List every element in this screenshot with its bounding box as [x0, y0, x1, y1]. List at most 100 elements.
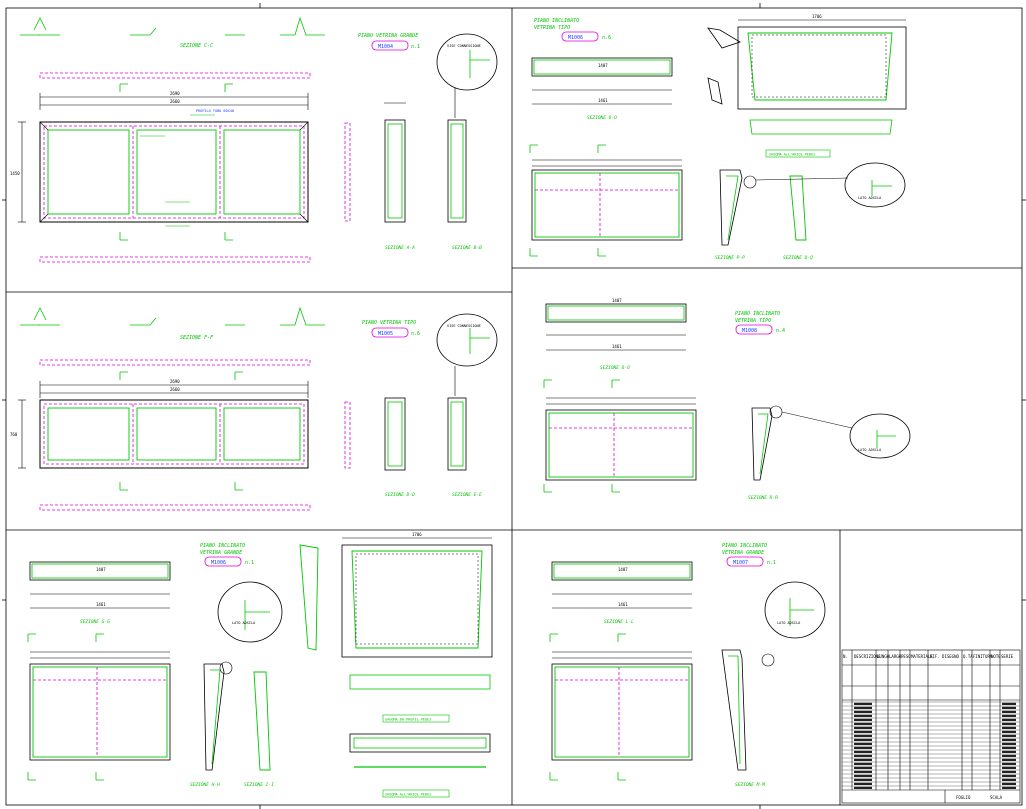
p2-section-d-label: SEZIONE D-D	[385, 492, 415, 498]
title-block-rows	[842, 701, 1020, 789]
table-row-glyphs	[1002, 722, 1016, 725]
table-row-glyphs	[854, 770, 872, 773]
p5-dim-big: 1706	[412, 532, 422, 537]
p4-dim-inner: 1407	[612, 298, 622, 303]
table-row-glyphs	[854, 738, 872, 741]
table-row-glyphs	[1002, 782, 1016, 785]
table-row-glyphs	[1002, 786, 1016, 789]
p4-front-elevation	[543, 379, 697, 493]
p4-qty: n.4	[776, 328, 785, 334]
p5-dim-inner: 1407	[96, 567, 106, 572]
p1-section-b-label: SEZIONE B-B	[452, 245, 482, 251]
table-row-glyphs	[854, 766, 872, 769]
panel-6-inclinato-grande: PIANO INCLINATO VETRINA GRANDE M1007 n.1…	[549, 543, 826, 788]
p2-dim-height: 760	[10, 432, 18, 437]
p3-title-1: PIANO INCLINATO	[534, 18, 579, 24]
p3-front-elevation	[529, 144, 683, 257]
p1-section-top-label: SEZIONE C-C	[180, 43, 213, 49]
p6-front-elevation	[549, 633, 693, 781]
p2-side-strip	[344, 401, 351, 469]
p6-section-top-label: SEZIONE L-L	[604, 619, 634, 625]
table-row-glyphs	[1002, 758, 1016, 761]
p1-detail-label: VISE CONNESSIONE	[447, 44, 481, 48]
panel-5-inclinato-grande: PIANO INCLINATO VETRINA GRANDE M1006 n.1…	[27, 532, 493, 798]
p2-frame-plan	[39, 399, 309, 469]
p5-front-elevation	[27, 633, 171, 781]
p6-section-m	[721, 649, 775, 771]
p5-tag: M1006	[211, 560, 226, 566]
table-row-glyphs	[1002, 742, 1016, 745]
title-block: N. DESCRIZIONE LUNGH. LARGH. PESO MATERI…	[841, 649, 1021, 804]
table-row-glyphs	[854, 782, 872, 785]
tb-footer-right: SCALA	[990, 795, 1003, 800]
p5-caption-1: SAGOMA DA PROFIL PEDES	[385, 718, 431, 722]
p6-tag: M1007	[733, 560, 748, 566]
p3-detail-circle	[844, 162, 906, 208]
p3-detail-tape: LATO ADSILA	[858, 196, 882, 200]
p4-dim-total: 1461	[612, 344, 622, 349]
table-row-glyphs	[854, 722, 872, 725]
p1-callout-profile: PROFILO TUBO 60X40	[196, 109, 234, 113]
p6-top-section	[551, 561, 693, 609]
p3-section-top-label: SEZIONE O-O	[587, 115, 617, 121]
table-row-glyphs	[854, 734, 872, 737]
p3-tag-frame	[561, 31, 599, 42]
p2-section-top-label: SEZIONE F-F	[180, 335, 214, 341]
table-row-glyphs	[1002, 710, 1016, 713]
table-row-glyphs	[854, 726, 872, 729]
p3-qty: n.6	[602, 35, 611, 41]
p1-section-a	[384, 102, 406, 223]
tb-header-materiale: MATERIALE	[911, 654, 933, 659]
table-row-glyphs	[854, 742, 872, 745]
table-row-glyphs	[854, 718, 872, 721]
p4-section-r	[751, 405, 783, 481]
p6-dim-inner: 1407	[618, 567, 628, 572]
p3-big-panel	[737, 19, 907, 135]
p2-section-e	[447, 397, 467, 471]
p4-tag-frame	[735, 324, 773, 335]
p4-section-top-label: SEZIONE O-O	[600, 365, 630, 371]
p3-section-p-label: SEZIONE P-P	[715, 255, 745, 261]
table-row-glyphs	[1002, 702, 1016, 705]
p5-tag-frame	[204, 556, 242, 567]
p2-qty: n.6	[411, 331, 420, 337]
p2-title: PIANO VETRINA TIPO	[362, 320, 416, 326]
p6-tag-frame	[726, 556, 764, 567]
p4-detail-circle	[849, 413, 911, 459]
table-row-glyphs	[1002, 706, 1016, 709]
p5-big-panel	[341, 537, 493, 768]
table-row-glyphs	[854, 750, 872, 753]
p4-detail-tape: LATO ADSILA	[858, 448, 882, 452]
p3-section-q-label: SEZIONE Q-Q	[783, 255, 813, 261]
table-row-glyphs	[1002, 778, 1016, 781]
p5-detail-tape: LATO ADSILA	[232, 621, 256, 625]
p3-section-q	[789, 175, 807, 241]
p3-dim-big: 1706	[812, 14, 822, 19]
table-row-glyphs	[1002, 762, 1016, 765]
p1-frame-plan	[39, 121, 309, 223]
panel-4-inclinato-tipo: PIANO INCLINATO VETRINA TIPO M1008 n.4 1…	[543, 298, 911, 501]
p2-dim-inner: 2660	[170, 387, 180, 392]
p5-caption-1-frame	[382, 714, 450, 723]
p2-tag: M1005	[378, 331, 393, 337]
tb-header-n: N.	[843, 654, 848, 659]
p1-qty: n.1	[411, 44, 420, 50]
p3-dim-total: 1461	[598, 98, 608, 103]
p6-detail-tape: LATO ADSILA	[777, 621, 801, 625]
p5-section-top-label: SEZIONE G-G	[80, 619, 110, 625]
panel-1-vetrina-grande: SEZIONE C-C PIANO VETRINA GRANDE M1004 n…	[10, 16, 498, 263]
p4-tag: M1008	[742, 328, 757, 334]
table-row-glyphs	[854, 730, 872, 733]
p3-tag: M1006	[568, 35, 583, 41]
tb-header-largh: LARGH.	[889, 654, 903, 659]
p3-top-section	[531, 57, 673, 105]
p2-detail-circle	[436, 313, 498, 367]
panel-2-vetrina-tipo: SEZIONE F-F PIANO VETRINA TIPO M1005 n.6…	[10, 306, 498, 511]
table-row-glyphs	[854, 758, 872, 761]
sheet-frame	[2, 3, 1026, 809]
tb-header-peso: PESO	[901, 654, 911, 659]
p1-title: PIANO VETRINA GRANDE	[358, 33, 418, 39]
table-row-glyphs	[854, 762, 872, 765]
table-row-glyphs	[1002, 766, 1016, 769]
